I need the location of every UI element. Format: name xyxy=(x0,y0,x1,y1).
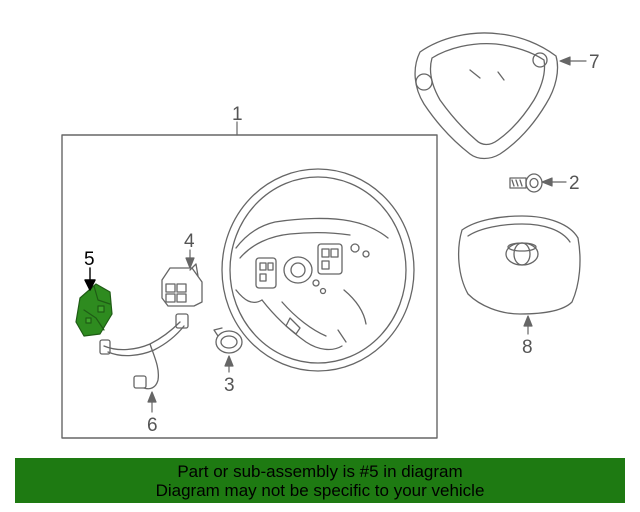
cover-part-7 xyxy=(414,32,559,160)
airbag-part-8 xyxy=(458,215,581,315)
leader-line-5 xyxy=(84,267,96,291)
sensor-part-5 xyxy=(75,283,113,337)
parts-diagram: 1 7 2 4 5 3 6 8 xyxy=(61,32,600,439)
callout-7: 7 xyxy=(589,52,600,73)
bolt-part-2 xyxy=(509,173,543,193)
callout-2: 2 xyxy=(569,173,580,194)
callout-8: 8 xyxy=(522,337,533,358)
info-banner: Part or sub-assembly is #5 in diagram Di… xyxy=(15,458,625,503)
damper-part-3 xyxy=(213,327,243,354)
callout-4: 4 xyxy=(184,231,195,252)
callout-3: 3 xyxy=(224,375,235,396)
leader-lines xyxy=(147,56,587,413)
banner-line-disclaimer: Diagram may not be specific to your vehi… xyxy=(155,480,485,500)
assembly-frame xyxy=(61,134,438,439)
wire-harness-part-6 xyxy=(99,313,189,390)
callout-1: 1 xyxy=(232,104,243,125)
switch-part-4 xyxy=(161,263,203,307)
banner-line-part: Part or sub-assembly is #5 in diagram xyxy=(177,461,463,481)
steering-wheel xyxy=(221,168,415,372)
callout-5: 5 xyxy=(84,249,95,270)
callout-6: 6 xyxy=(147,415,158,436)
